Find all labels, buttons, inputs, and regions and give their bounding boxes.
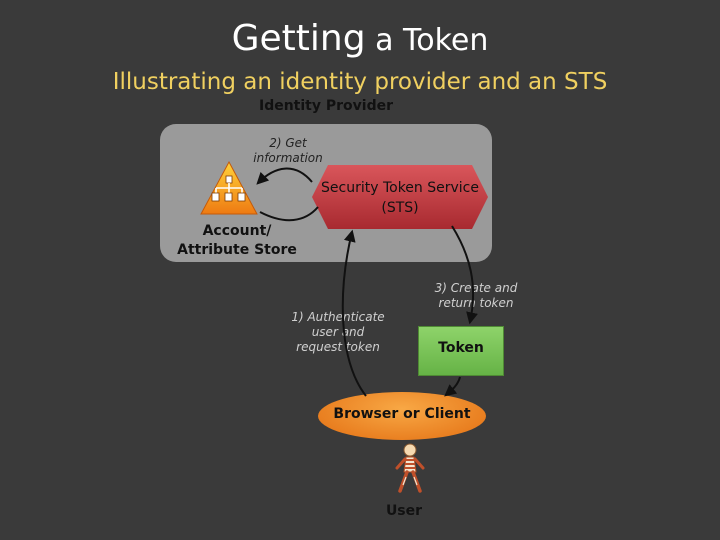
- step-3-note: 3) Create and return token: [434, 281, 518, 310]
- person-icon: [395, 443, 425, 493]
- step-2-note: 2) Get information: [253, 136, 323, 165]
- store-label: Account/ Attribute Store: [177, 223, 297, 258]
- title-part-token: a Token: [365, 23, 489, 58]
- user-label: User: [385, 503, 423, 519]
- identity-provider-label: Identity Provider: [258, 98, 393, 114]
- browser-client-label: Browser or Client: [333, 406, 471, 422]
- step-1-note: 1) Authenticate user and request token: [291, 310, 385, 354]
- token-label: Token: [438, 340, 484, 356]
- token-to-client-arrow: [444, 376, 461, 397]
- title-part-getting: Getting: [231, 18, 366, 59]
- hierarchy-warning-icon: [200, 160, 258, 215]
- step-2-arrow-back: [259, 206, 319, 222]
- slide-subtitle: Illustrating an identity provider and an…: [112, 69, 608, 95]
- sts-label: Security Token Service (STS): [321, 180, 479, 216]
- browser-client-ellipse: [318, 392, 486, 440]
- slide-title: Getting a Token: [0, 14, 720, 66]
- step-1-arrow: [341, 229, 367, 397]
- step-2-arrow-out: [256, 167, 313, 185]
- step-3-arrow: [451, 225, 478, 325]
- token-box: [418, 326, 504, 376]
- sts-shape: [312, 165, 488, 229]
